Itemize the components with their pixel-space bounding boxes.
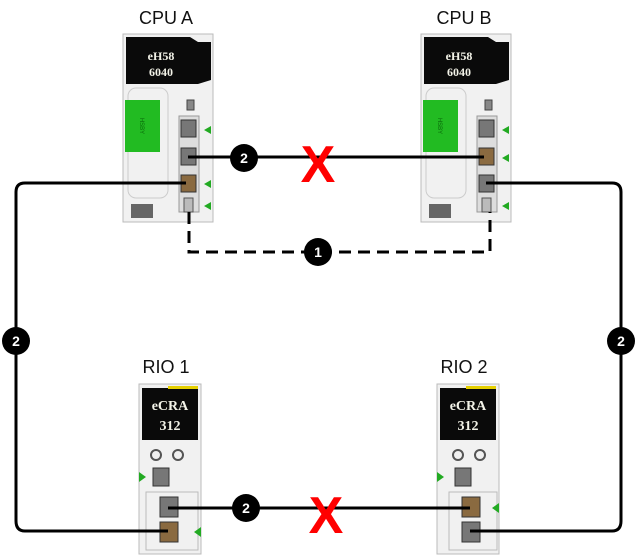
cpu-a-logo [131,204,153,218]
cpu-a-module: eH58 6040 HSBY [122,33,214,223]
cpu-a-display [126,37,211,84]
cpu-b-port-sync [481,197,492,213]
rio-link-break-icon: X [309,487,344,545]
rio-1-model-line2: 312 [160,419,181,434]
svg-text:1: 1 [314,244,322,260]
cpu-link-break-icon: X [301,136,336,194]
callout-hsby-link: 1 [304,238,332,266]
rio-1-service-port [152,467,170,487]
rio-2-module: eCRA 312 [436,383,500,555]
svg-text:2: 2 [242,500,250,516]
rio-1-display [142,388,198,440]
rio-2-display [440,388,496,440]
cpu-b-led-2 [502,154,509,162]
cpu-a-port-sync [183,197,194,213]
hsby-link-line [187,212,492,254]
cpu-a-port-1 [180,119,197,138]
rio-2-model-line2: 312 [458,419,479,434]
cpu-a-label: CPU A [138,8,194,28]
cpu-b-hsby-panel [423,100,458,152]
right-ring-line [470,181,623,533]
rio-1-label: RIO 1 [142,357,190,377]
callout-rio-link: 2 [232,494,260,522]
cpu-b-hsby-text: HSBY [436,118,442,134]
cpu-a-model-line2: 6040 [149,65,173,79]
callout-left-ring: 2 [2,327,30,355]
callout-right-ring: 2 [607,327,635,355]
cpu-a-hsby-text: HSBY [138,118,144,134]
cpu-b-led-3 [502,202,509,210]
rio-1-module: eCRA 312 [138,383,202,555]
svg-text:2: 2 [617,333,625,349]
cpu-b-label: CPU B [436,8,492,28]
left-ring-line [14,181,186,533]
rio-2-service-port [454,467,472,487]
cpu-b-module: eH58 6040 HSBY [420,33,512,223]
svg-text:2: 2 [240,150,248,166]
connections [14,155,623,533]
cpu-b-display [424,37,509,84]
rio-1-model-line1: eCRA [152,399,189,414]
cpu-a-hsby-panel [125,100,160,152]
callout-cpu-link: 2 [230,144,258,172]
cpu-b-model-line1: eH58 [446,49,473,63]
rio-1-rotary-switch-2 [172,449,184,461]
cpu-b-led-1 [502,126,509,134]
rio-2-model-line1: eCRA [450,399,487,414]
cpu-a-led-3 [204,202,211,210]
rio-2-label: RIO 2 [440,357,488,377]
cpu-b-model-line2: 6040 [447,65,471,79]
svg-text:2: 2 [12,333,20,349]
rio-2-rotary-switch-2 [474,449,486,461]
cpu-a-led-2 [204,180,211,188]
cpu-b-port-1 [478,119,495,138]
rio-1-rotary-switch-1 [150,449,162,461]
cpu-a-model-line1: eH58 [148,49,175,63]
cpu-b-logo [429,204,451,218]
cpu-a-led-1 [204,126,211,134]
rio-2-rotary-switch-1 [452,449,464,461]
